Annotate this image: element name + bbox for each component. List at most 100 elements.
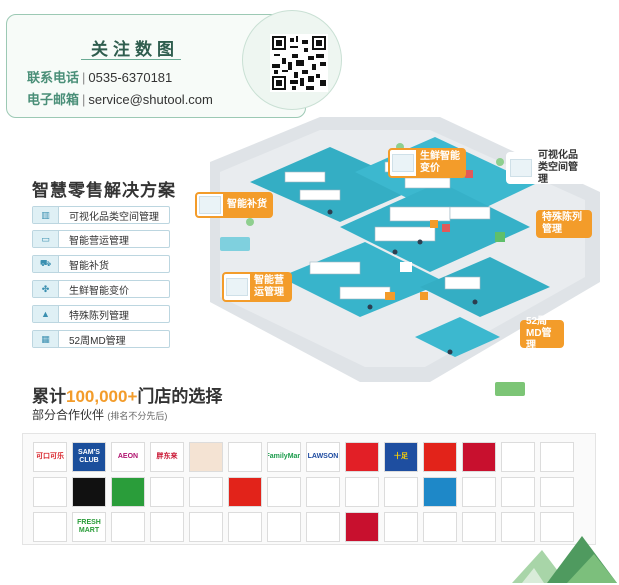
partner-logo: 十足	[384, 442, 418, 472]
partner-logo: 可口可乐	[33, 442, 67, 472]
partner-logo	[267, 477, 301, 507]
stat-number: 100,000+	[66, 387, 138, 406]
partner-logo	[306, 512, 340, 542]
separator: |	[82, 92, 86, 107]
phone-row: 联系电话|0535-6370181	[27, 67, 172, 86]
callout-special-display[interactable]: 特殊陈列管理	[536, 210, 592, 238]
partner-logo	[462, 477, 496, 507]
partner-logo	[228, 512, 262, 542]
partner-logo: AEON	[111, 442, 145, 472]
pool	[220, 237, 525, 396]
partner-logo	[501, 512, 535, 542]
store-count-headline: 累计100,000+门店的选择	[32, 382, 222, 407]
partner-logo	[306, 477, 340, 507]
partner-logo	[345, 512, 379, 542]
partner-logo	[33, 512, 67, 542]
email-address[interactable]: service@shutool.com	[88, 92, 213, 107]
partner-logo	[540, 442, 574, 472]
solution-label: 生鲜智能变价	[69, 285, 129, 297]
callout-thumbnail	[199, 196, 221, 214]
partners-note: (排名不分先后)	[107, 411, 168, 421]
partner-logo	[111, 512, 145, 542]
price-tag-icon: ✤	[33, 281, 59, 297]
solution-item[interactable]: ▥ 可视化品类空间管理	[32, 206, 170, 224]
solution-item[interactable]: ✤ 生鲜智能变价	[32, 280, 170, 298]
bar-chart-icon: ▥	[33, 207, 59, 223]
partner-logo	[72, 477, 106, 507]
partner-logo	[267, 512, 301, 542]
partner-logo	[501, 477, 535, 507]
calendar-icon: ▦	[33, 331, 59, 347]
partners-label: 部分合作伙伴	[32, 408, 105, 422]
title-divider	[81, 59, 181, 60]
callout-smart-operations[interactable]: 智能营运管理	[222, 272, 292, 302]
partner-logo	[462, 512, 496, 542]
partner-logo	[345, 477, 379, 507]
solution-label: 智能营运管理	[69, 235, 129, 247]
partner-logo	[423, 512, 457, 542]
callout-label: 可视化品类空间管理	[534, 150, 584, 185]
email-row: 电子邮箱|service@shutool.com	[27, 89, 213, 108]
phone-label: 联系电话	[27, 70, 80, 85]
callout-label: 52周MD管理	[522, 316, 562, 351]
partner-logo	[462, 442, 496, 472]
partner-logo	[189, 512, 223, 542]
qr-code-icon[interactable]	[270, 34, 328, 92]
callout-52week-md[interactable]: 52周MD管理	[520, 316, 564, 351]
callout-label: 生鲜智能变价	[416, 150, 464, 176]
partner-logo: SAM'S CLUB	[72, 442, 106, 472]
stat-suffix: 门店的选择	[137, 387, 223, 406]
people	[327, 209, 478, 355]
partner-logo	[423, 477, 457, 507]
callout-thumbnail	[226, 278, 248, 296]
callout-category-space[interactable]: 可视化品类空间管理	[506, 150, 586, 185]
solution-item[interactable]: ▲ 特殊陈列管理	[32, 305, 170, 323]
partner-logo	[150, 477, 184, 507]
callout-label: 智能补货	[223, 194, 271, 216]
partner-logo: 胖东来	[150, 442, 184, 472]
stat-prefix: 累计	[32, 387, 66, 406]
phone-number[interactable]: 0535-6370181	[88, 70, 173, 85]
separator: |	[82, 70, 86, 85]
callout-thumbnail	[392, 154, 414, 172]
partner-logo	[423, 442, 457, 472]
monitor-icon: ▭	[33, 231, 59, 247]
stack-icon: ▲	[33, 306, 59, 322]
callout-fresh-pricing[interactable]: 生鲜智能变价	[388, 148, 466, 178]
partner-logo	[345, 442, 379, 472]
callout-thumbnail	[510, 159, 532, 177]
partner-logo	[111, 477, 145, 507]
partner-logo	[384, 477, 418, 507]
solution-label: 52周MD管理	[69, 335, 126, 347]
partner-logo	[189, 477, 223, 507]
partners-subtitle: 部分合作伙伴 (排名不分先后)	[32, 406, 167, 423]
partner-logo	[540, 512, 574, 542]
callout-smart-replenish[interactable]: 智能补货	[195, 192, 273, 218]
mountain-decoration-icon	[512, 536, 617, 583]
partner-logo: FamilyMart	[267, 442, 301, 472]
partner-logo: LAWSON	[306, 442, 340, 472]
partner-logo	[540, 477, 574, 507]
partner-logo	[33, 477, 67, 507]
partner-logo	[501, 442, 535, 472]
partner-logo	[228, 442, 262, 472]
partner-logo	[150, 512, 184, 542]
contact-title: 关注数图	[91, 40, 179, 60]
shelves	[284, 161, 491, 300]
solutions-title: 智慧零售解决方案	[32, 181, 176, 200]
truck-icon: ⛟	[33, 256, 59, 272]
store-map-illustration	[210, 117, 600, 396]
solution-item[interactable]: ▭ 智能营运管理	[32, 230, 170, 248]
solution-label: 可视化品类空间管理	[69, 211, 159, 223]
email-label: 电子邮箱	[27, 92, 80, 107]
callout-label: 特殊陈列管理	[538, 212, 590, 236]
partner-logo	[384, 512, 418, 542]
partner-logo	[189, 442, 223, 472]
solution-label: 智能补货	[69, 260, 109, 272]
solution-item[interactable]: ▦ 52周MD管理	[32, 330, 170, 348]
partner-logo	[228, 477, 262, 507]
partner-logo: FRESH MART	[72, 512, 106, 542]
solution-item[interactable]: ⛟ 智能补货	[32, 255, 170, 273]
